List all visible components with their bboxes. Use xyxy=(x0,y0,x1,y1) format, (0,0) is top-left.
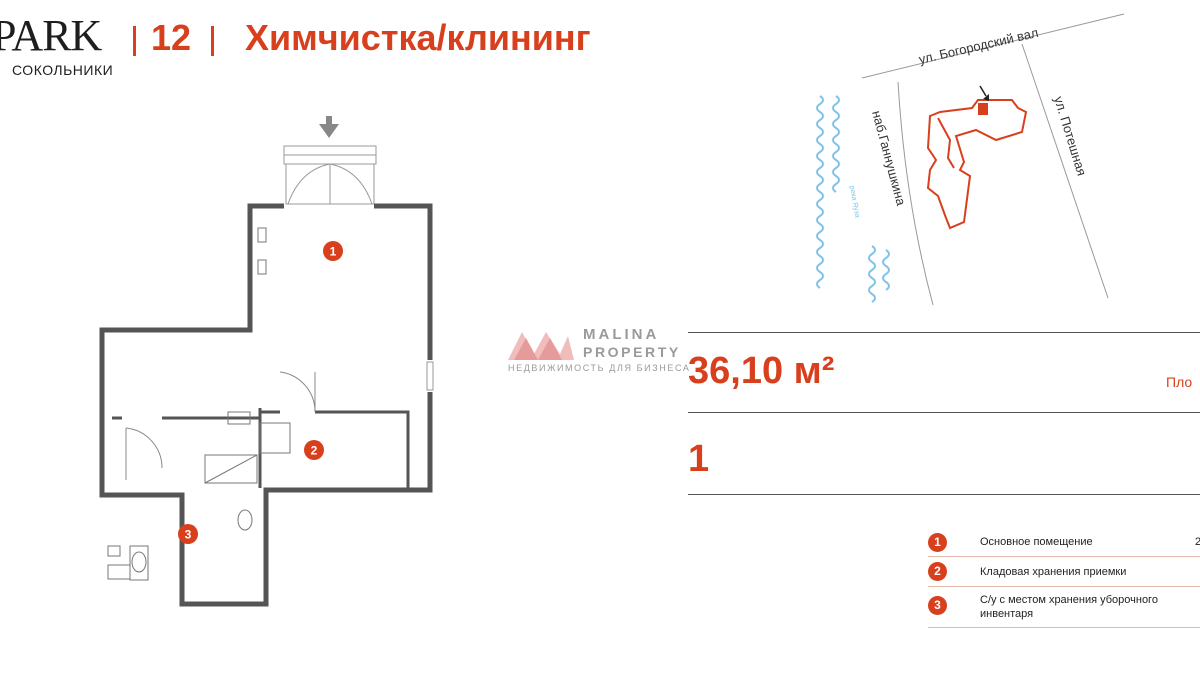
premises-number: 12 xyxy=(151,17,192,58)
premises-marker xyxy=(978,103,988,115)
page-title: Химчистка/клининг xyxy=(245,17,591,58)
area-label: Пло xyxy=(1166,374,1193,390)
river-label: река Яуза xyxy=(848,185,861,218)
svg-text:2: 2 xyxy=(311,444,318,458)
legend-text: С/у с местом хранения уборочного инвента… xyxy=(980,594,1158,620)
floor-plan: 1 2 3 xyxy=(99,116,434,607)
fixtures xyxy=(107,227,291,581)
brand-subtitle: СОКОЛЬНИКИ xyxy=(12,62,114,78)
legend-row: 1 Основное помещение 2 xyxy=(928,528,1200,557)
info-divider xyxy=(688,332,1200,333)
street-label-right: ул. Потешная xyxy=(1051,94,1089,177)
svg-text:3: 3 xyxy=(185,528,192,542)
floor-value: 1 xyxy=(688,438,710,480)
room-badge-3: 3 xyxy=(178,524,198,544)
brand-logo: PARK xyxy=(0,11,102,60)
malina-logo-icon xyxy=(508,332,574,360)
info-divider xyxy=(688,412,1200,413)
legend-row: 3 С/у с местом хранения уборочного инвен… xyxy=(928,587,1200,628)
info-divider xyxy=(688,494,1200,495)
doors xyxy=(125,371,316,480)
watermark: MALINA PROPERTY НЕДВИЖИМОСТЬ ДЛЯ БИЗНЕСА xyxy=(508,320,698,380)
legend-badge: 3 xyxy=(928,596,947,615)
room-badge-1: 1 xyxy=(323,241,343,261)
building-outline xyxy=(926,99,1028,230)
entrance-canopy xyxy=(283,145,377,205)
legend-text: Кладовая хранения приемки xyxy=(980,566,1127,578)
area-value: 36,10 м² xyxy=(688,350,835,392)
legend-badge: 2 xyxy=(928,562,947,581)
window xyxy=(426,361,434,391)
legend-row: 2 Кладовая хранения приемки xyxy=(928,557,1200,587)
legend-text: Основное помещение xyxy=(980,536,1093,548)
room-legend: 1 Основное помещение 2 2 Кладовая хранен… xyxy=(928,528,1200,628)
watermark-line-3: НЕДВИЖИМОСТЬ ДЛЯ БИЗНЕСА xyxy=(508,363,691,373)
svg-text:1: 1 xyxy=(330,245,337,259)
header: PARK СОКОЛЬНИКИ 12 Химчистка/клининг xyxy=(0,0,700,90)
walls xyxy=(99,203,433,607)
header-divider xyxy=(133,26,136,56)
legend-value: 2 xyxy=(1195,536,1200,548)
watermark-line-1: MALINA xyxy=(583,326,660,343)
river-icon xyxy=(816,95,890,303)
header-divider xyxy=(211,26,214,56)
room-badge-2: 2 xyxy=(304,440,324,460)
location-arrow-icon xyxy=(979,85,989,101)
location-map: ул. Богородский вал наб.Ганнушкина ул. П… xyxy=(816,13,1125,306)
watermark-line-2: PROPERTY xyxy=(583,344,681,360)
street-label-left: наб.Ганнушкина xyxy=(869,109,909,208)
street-label-top: ул. Богородский вал xyxy=(917,25,1039,67)
legend-badge: 1 xyxy=(928,533,947,552)
entrance-arrow-icon xyxy=(319,116,339,138)
